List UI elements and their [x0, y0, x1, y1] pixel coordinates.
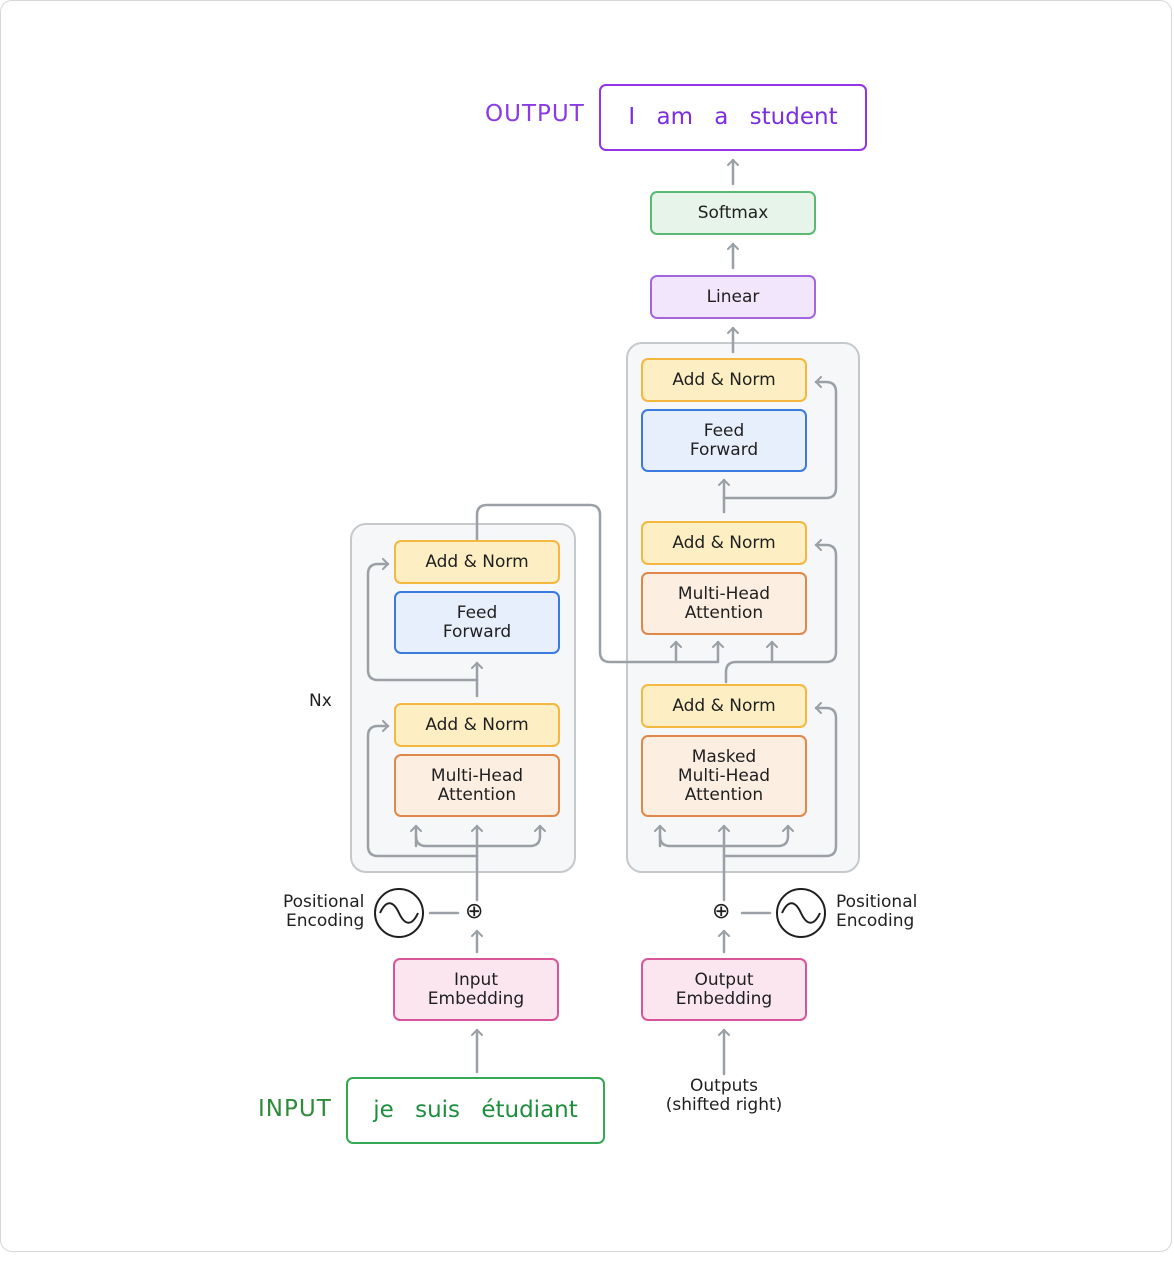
input-label: INPUT [258, 1096, 332, 1122]
dec-add-norm-2: Add & Norm [641, 521, 807, 565]
enc-pos-encoding-label: Positional Encoding [283, 892, 365, 931]
dec-feed-forward: Feed Forward [641, 409, 807, 472]
linear-block: Linear [650, 275, 816, 319]
dec-pos-encoding-label: Positional Encoding [836, 892, 918, 931]
enc-residual-2 [366, 558, 479, 682]
softmax-block: Softmax [650, 191, 816, 235]
enc-add-norm-1: Add & Norm [394, 703, 560, 747]
outputs-shifted-label: Outputs (shifted right) [665, 1076, 783, 1115]
enc-add-norm-2: Add & Norm [394, 540, 560, 584]
nx-label: Nx [309, 691, 332, 711]
dec-multi-head-attention: Multi-Head Attention [641, 572, 807, 635]
enc-multi-head-attention: Multi-Head Attention [394, 754, 560, 817]
input-sentence: je suis étudiant [346, 1077, 605, 1144]
input-embedding: Input Embedding [393, 958, 559, 1021]
encoder-to-decoder [475, 503, 724, 664]
enc-feed-forward: Feed Forward [394, 591, 560, 654]
dec-add-norm-1: Add & Norm [641, 684, 807, 728]
enc-residual-1 [366, 720, 479, 858]
dec-add-symbol: ⊕ [712, 899, 731, 924]
enc-pos-encoding-icon [374, 888, 424, 938]
dec-masked-attention: Masked Multi-Head Attention [641, 735, 807, 817]
dec-pos-encoding-icon [776, 888, 826, 938]
output-embedding: Output Embedding [641, 958, 807, 1021]
dec-residual-2 [724, 539, 838, 684]
dec-residual-3 [722, 376, 838, 500]
dec-residual-1 [722, 702, 838, 858]
output-label: OUTPUT [485, 101, 585, 127]
output-sentence: I am a student [599, 84, 867, 151]
enc-add-symbol: ⊕ [465, 899, 484, 924]
dec-add-norm-3: Add & Norm [641, 358, 807, 402]
